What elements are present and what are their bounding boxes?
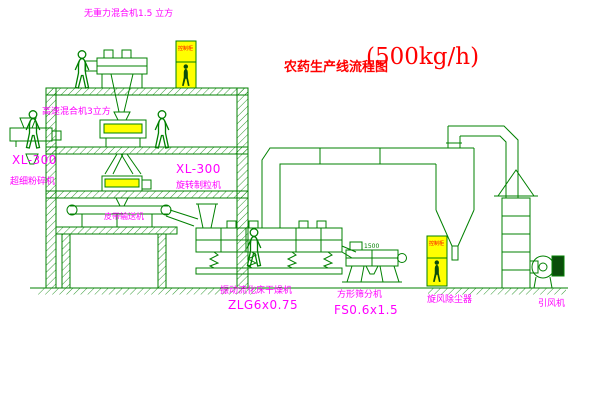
control-cabinet-lower: 控制柜 xyxy=(426,235,448,287)
fan-suction-pipe xyxy=(460,135,507,198)
fluid-bed-dryer-machine xyxy=(195,203,357,275)
label-gravity-free-mixer: 无重力混合机1.5 立方 xyxy=(84,9,174,19)
spring-support xyxy=(322,251,334,269)
label-mill-model: XL-300 xyxy=(12,153,57,167)
worker-figure-roof xyxy=(74,50,90,89)
exhaust-duct xyxy=(261,147,474,228)
label-granulator-model: XL-300 xyxy=(176,162,221,176)
control-cabinet-lower-label: 控制柜 xyxy=(429,240,444,247)
cyclone-separator xyxy=(435,125,519,261)
spring-support xyxy=(208,251,220,269)
exhaust-stack xyxy=(494,169,538,289)
worker-figure-second-floor-left xyxy=(25,110,41,149)
label-sifter-name: 方形筛分机 xyxy=(337,290,383,300)
worker-figure-dryer xyxy=(246,228,262,267)
belt-conveyor-machine xyxy=(66,204,199,227)
gravity-free-mixer xyxy=(84,49,148,113)
label-sifter-model: FS0.6x1.5 xyxy=(334,303,399,317)
spring-support xyxy=(286,251,298,269)
label-granulator-name: 旋转制粒机 xyxy=(176,181,222,191)
building-structure xyxy=(30,87,568,295)
label-fan: 引风机 xyxy=(538,299,566,309)
fan-suction-pipe xyxy=(448,125,519,198)
worker-figure-second-floor-right xyxy=(154,110,170,149)
y-chute xyxy=(104,153,142,175)
induced-draft-fan-machine xyxy=(529,255,565,289)
label-dryer-model: ZLG6x0.75 xyxy=(228,298,299,312)
diagram-capacity: (500kg/h) xyxy=(366,44,480,70)
rain-cap xyxy=(497,169,535,197)
label-mill-name: 超细粉碎机 xyxy=(10,177,56,187)
label-high-speed-mixer: 高速混合机3立方 xyxy=(42,107,111,117)
ultrafine-mill xyxy=(99,111,147,175)
label-dryer-name: 振动流化床干燥机 xyxy=(220,286,293,296)
sifter-dimension-text: 1500 xyxy=(364,243,379,250)
control-cabinet-upper-label: 控制柜 xyxy=(178,45,193,52)
control-cabinet-upper: 控制柜 xyxy=(175,40,197,89)
square-sifter-machine: 1500 xyxy=(342,241,407,283)
label-belt-conveyor: 皮带输送机 xyxy=(104,212,144,221)
diagram-title: 农药生产线流程图 xyxy=(284,60,389,75)
label-cyclone: 旋风除尘器 xyxy=(427,295,473,305)
